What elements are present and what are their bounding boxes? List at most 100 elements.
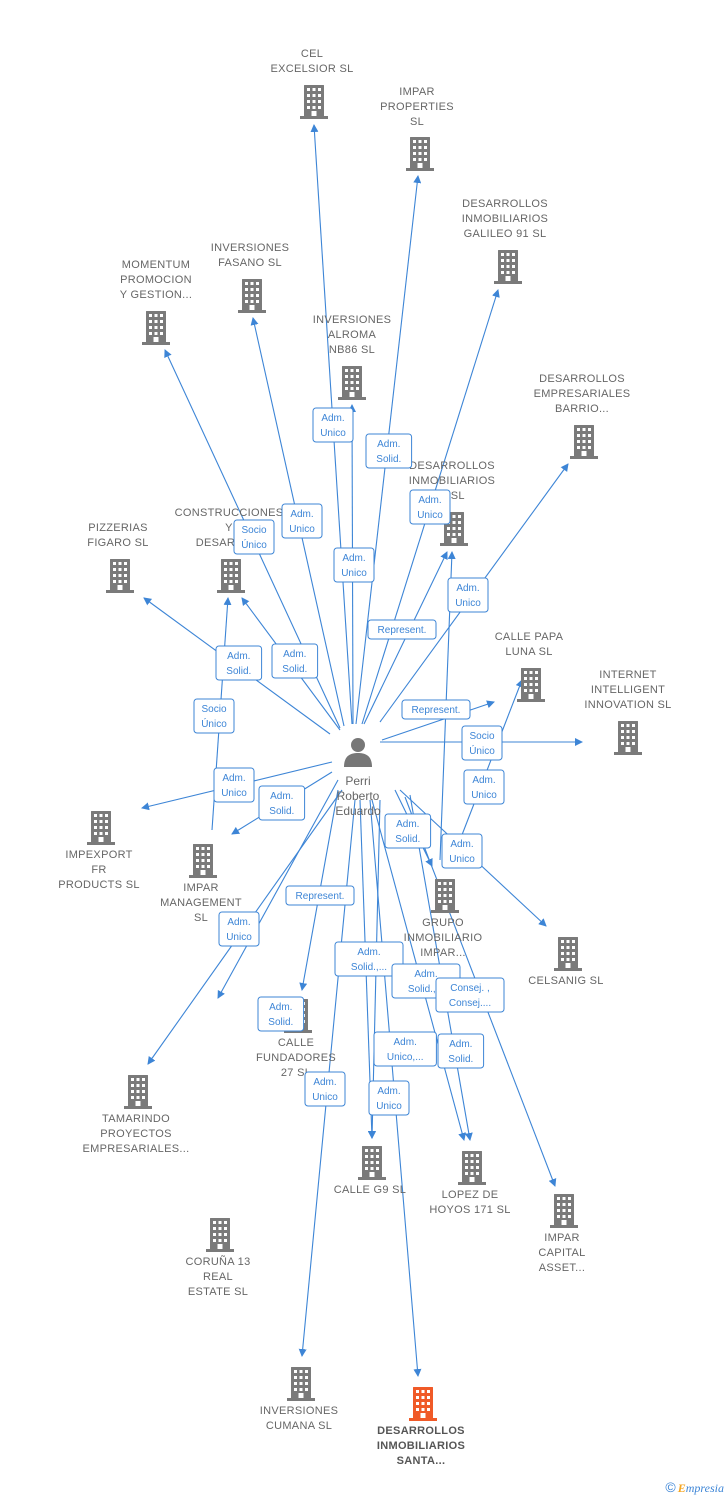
- company-name-line: 27 SL: [281, 1067, 311, 1079]
- company-name-line: PRODUCTS SL: [58, 879, 140, 891]
- edge-role-text: Solid.: [395, 834, 420, 845]
- edge-role-label[interactable]: Adm. Solid.: [271, 643, 319, 679]
- edge-role-box: [233, 519, 275, 555]
- edge-role-label[interactable]: Adm.Unico: [218, 911, 260, 947]
- edge-role-label[interactable]: Represent.: [401, 699, 471, 720]
- company-name-line: EMPRESARIALES...: [83, 1143, 190, 1155]
- building-icon: [287, 1367, 315, 1401]
- edge-role-box: [461, 725, 503, 761]
- edge-role-text: Unico: [455, 598, 481, 609]
- company-node-impar-capital[interactable]: IMPARCAPITALASSET...: [538, 1194, 585, 1274]
- edge-role-label[interactable]: Adm. Solid.: [384, 813, 432, 849]
- edge-role-label[interactable]: Consej. ,Consej....: [435, 977, 505, 1013]
- edge-role-label[interactable]: Adm.Unico: [333, 547, 375, 583]
- edge-role-text: Adm.: [222, 773, 245, 784]
- edge-role-label[interactable]: Represent.: [285, 885, 355, 906]
- edge-role-label[interactable]: Adm.Unico: [441, 833, 483, 869]
- edge-role-label[interactable]: Adm.Unico: [312, 407, 354, 443]
- company-node-impexport[interactable]: IMPEXPORT FR PRODUCTS SL: [58, 811, 140, 891]
- edge-role-label[interactable]: Adm.Unico: [304, 1071, 346, 1107]
- edge-role-label[interactable]: Adm.Unico,...: [373, 1031, 437, 1067]
- edge-role-text: Adm.: [396, 819, 419, 830]
- company-name-line: IMPEXPORT: [65, 849, 132, 861]
- edge-role-text: Único: [469, 744, 495, 757]
- building-icon: [570, 425, 598, 459]
- edge-role-label[interactable]: Adm.Solid.: [215, 645, 263, 681]
- company-node-celsanig[interactable]: CELSANIG SL: [528, 937, 603, 987]
- company-name-line: INMOBILIARIOS: [409, 475, 495, 487]
- company-name-line: IMPAR: [544, 1232, 580, 1244]
- edge-role-label[interactable]: Adm.Solid.,...: [334, 941, 404, 977]
- edge-role-text: Solid.: [282, 664, 307, 675]
- company-name-line: DESARROLLOS: [409, 460, 495, 472]
- edge-role-box: [373, 1031, 437, 1067]
- company-name-line: ALROMA: [328, 329, 377, 341]
- company-name-line: CELSANIG SL: [528, 975, 603, 987]
- company-name-line: LOPEZ DE: [442, 1189, 499, 1201]
- company-name-line: CAPITAL: [538, 1247, 585, 1259]
- edge-role-box: [271, 643, 319, 679]
- company-node-santa[interactable]: DESARROLLOSINMOBILIARIOSSANTA...: [377, 1387, 465, 1467]
- edge-role-label[interactable]: Represent.: [367, 619, 437, 640]
- edge-role-text: Único: [241, 538, 267, 551]
- building-icon: [550, 1194, 578, 1228]
- edge-role-label[interactable]: Adm.Solid.: [437, 1033, 485, 1069]
- edge-role-text: Socio: [469, 731, 494, 742]
- edge-role-label[interactable]: Adm.Unico: [409, 489, 451, 525]
- edge-role-label[interactable]: Adm.Unico: [463, 769, 505, 805]
- edge-role-box: [285, 885, 355, 906]
- building-icon: [494, 250, 522, 284]
- edge-role-text: Unico: [320, 428, 346, 439]
- edge-role-text: Represent.: [412, 705, 461, 716]
- edge-role-label[interactable]: Adm.Solid.: [257, 996, 305, 1032]
- building-icon: [142, 311, 170, 345]
- edge-role-text: Adm.: [283, 649, 306, 660]
- company-node-g9[interactable]: CALLE G9 SL: [334, 1146, 406, 1196]
- building-icon: [406, 137, 434, 171]
- building-icon: [338, 366, 366, 400]
- edge-role-label[interactable]: Adm.Solid.: [258, 785, 306, 821]
- edge-role-box: [258, 785, 306, 821]
- company-name-line: PROPERTIES: [380, 101, 454, 113]
- edge-role-text: Adm.: [357, 947, 380, 958]
- building-icon: [458, 1151, 486, 1185]
- company-node-tamarindo[interactable]: TAMARINDOPROYECTOSEMPRESARIALES...: [83, 1075, 190, 1155]
- company-name-line: INVERSIONES: [313, 314, 392, 326]
- company-node-barrio[interactable]: DESARROLLOSEMPRESARIALESBARRIO...: [534, 373, 631, 459]
- company-name-line: INTELLIGENT: [591, 684, 665, 696]
- company-name-line: FUNDADORES: [256, 1052, 336, 1064]
- edge-role-label[interactable]: Adm.Unico: [368, 1080, 410, 1116]
- edge-role-label[interactable]: Adm.Solid.: [365, 433, 413, 469]
- company-name-line: SANTA...: [397, 1455, 446, 1467]
- company-node-grupo[interactable]: GRUPOINMOBILIARIOIMPAR...: [404, 879, 483, 959]
- brand-footer[interactable]: ©Empresia: [665, 1479, 724, 1496]
- edge-role-label[interactable]: Adm.Unico: [213, 767, 255, 803]
- edge-role-label[interactable]: Adm.Unico: [281, 503, 323, 539]
- edge-role-text: Unico: [312, 1092, 338, 1103]
- company-name-line: REAL: [203, 1271, 233, 1283]
- company-name-line: SL: [410, 116, 424, 128]
- company-name-line: INTERNET: [599, 669, 656, 681]
- edge-role-text: Adm.: [394, 1037, 417, 1048]
- edge-role-label[interactable]: Adm.Unico: [447, 577, 489, 613]
- company-name-line: FR: [91, 864, 106, 876]
